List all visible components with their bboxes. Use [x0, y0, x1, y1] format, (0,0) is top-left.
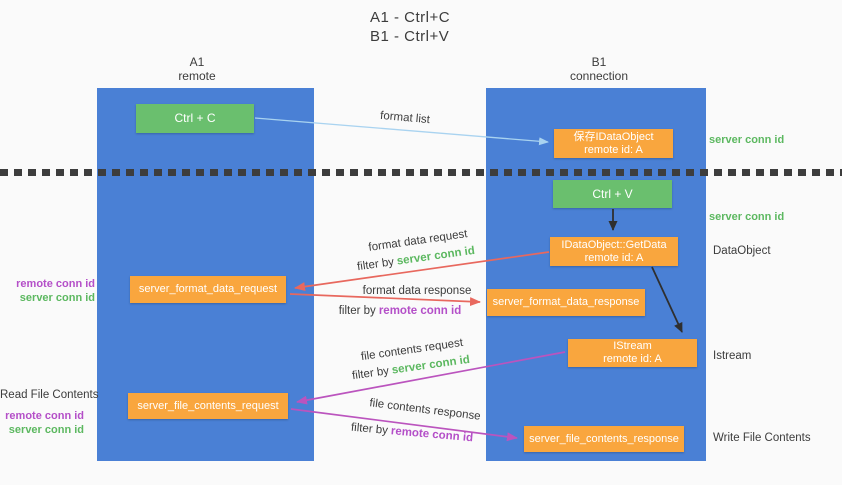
label-right-server-conn-id-2: server conn id: [709, 211, 785, 223]
box-server-file-contents-request: server_file_contents_request: [128, 393, 288, 419]
filter-by-text: filter by: [351, 365, 390, 383]
label-left-remote-conn-id: remote conn id: [16, 278, 95, 290]
box-save-idataobject-line2: remote id: A: [584, 143, 643, 156]
label-istream: Istream: [713, 350, 752, 362]
label-left-server-conn-id-2: server conn id: [8, 424, 84, 436]
box-getdata-line1: IDataObject::GetData: [561, 238, 667, 251]
box-format-response-label: server_format_data_response: [492, 296, 640, 308]
label-left-remote-conn-id-2: remote conn id: [5, 410, 84, 422]
label-dataobject: DataObject: [713, 245, 771, 257]
remote-conn-id-text: remote conn id: [390, 425, 474, 445]
lane-header-b1: B1 connection: [539, 55, 659, 83]
box-file-request-label: server_file_contents_request: [137, 399, 279, 412]
box-format-request-label: server_format_data_request: [138, 283, 278, 295]
filter-by-text: filter by: [338, 305, 376, 317]
title-line-2: B1 - Ctrl+V: [370, 28, 450, 45]
filter-by-text: filter by: [350, 421, 389, 437]
label-read-file-contents: Read File Contents: [0, 389, 99, 401]
box-istream-line1: IStream: [613, 340, 652, 352]
title-line-1: A1 - Ctrl+C: [370, 9, 451, 26]
lane-b1-subtitle: connection: [569, 69, 629, 83]
remote-conn-id-text: remote conn id: [378, 305, 462, 317]
label-file-contents-response: file contents response: [368, 397, 482, 423]
box-save-idataobject-line1: 保存IDataObject: [573, 130, 654, 143]
label-left-server-conn-id: server conn id: [19, 292, 95, 304]
lane-a1-subtitle: remote: [178, 69, 216, 83]
page-title: A1 - Ctrl+C B1 - Ctrl+V: [370, 8, 450, 46]
box-server-format-data-request: server_format_data_request: [130, 276, 286, 303]
box-getdata-line2: remote id: A: [584, 251, 644, 264]
box-idataobject-getdata: IDataObject::GetData remote id: A: [550, 237, 678, 266]
box-ctrl-c-label: Ctrl + C: [174, 111, 216, 125]
lane-b1-name: B1: [591, 55, 607, 69]
box-ctrl-v: Ctrl + V: [553, 180, 672, 208]
box-ctrl-v-label: Ctrl + V: [592, 186, 633, 201]
separator-dotted-line: [0, 169, 842, 176]
filter-by-text: filter by: [356, 256, 395, 274]
box-istream-line2: remote id: A: [603, 353, 662, 365]
box-save-idataobject: 保存IDataObject remote id: A: [554, 129, 673, 158]
lane-header-a1: A1 remote: [137, 55, 257, 83]
box-file-response-label: server_file_contents_response: [529, 432, 679, 445]
box-istream: IStream remote id: A: [568, 339, 697, 367]
box-ctrl-c: Ctrl + C: [136, 104, 254, 133]
lane-a1-name: A1: [189, 55, 205, 69]
label-format-list: format list: [379, 109, 431, 127]
box-server-file-contents-response: server_file_contents_response: [524, 426, 684, 452]
box-server-format-data-response: server_format_data_response: [487, 289, 645, 316]
label-right-server-conn-id-1: server conn id: [709, 134, 785, 146]
label-format-data-response: format data response: [362, 285, 472, 297]
label-write-file-contents: Write File Contents: [713, 432, 811, 444]
